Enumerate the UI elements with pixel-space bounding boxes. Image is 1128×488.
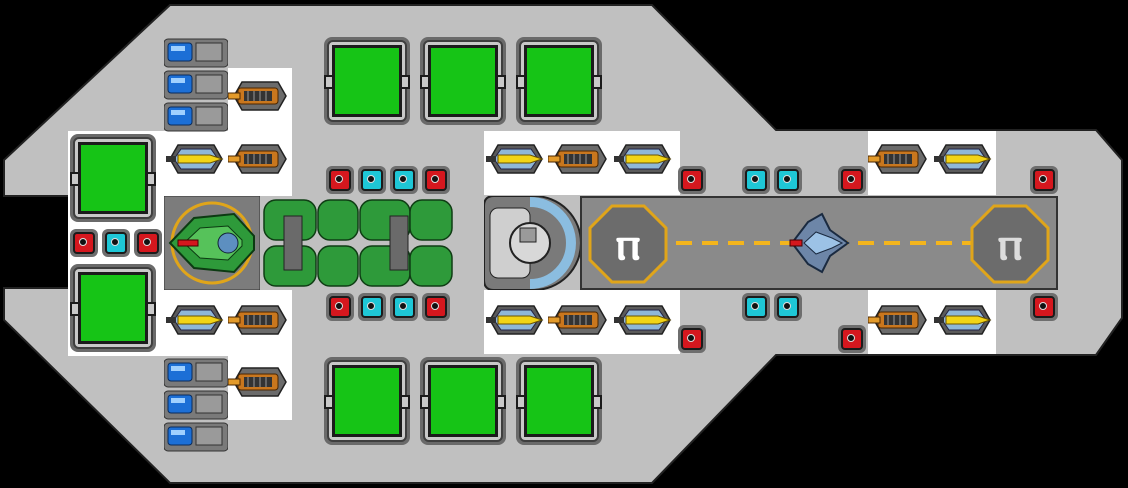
capacitor-red[interactable] [134,229,162,257]
room-top-3[interactable] [516,37,602,125]
capacitor-cyan[interactable] [774,293,802,321]
capacitor-red[interactable] [838,325,866,353]
capacitor-cyan[interactable] [102,229,130,257]
capacitor-cyan[interactable] [358,166,386,194]
capacitor-cyan[interactable] [742,166,770,194]
capacitor-red[interactable] [1030,166,1058,194]
laser-turret[interactable] [932,302,996,338]
missile-launcher[interactable] [228,364,292,400]
capacitor-red[interactable] [326,293,354,321]
laser-turret[interactable] [612,141,676,177]
capacitor-cyan[interactable] [358,293,386,321]
capacitor-cyan[interactable] [390,293,418,321]
landing-pad-ring [588,204,668,284]
capacitor-cyan[interactable] [774,166,802,194]
missile-launcher[interactable] [868,141,932,177]
laser-turret[interactable] [484,141,548,177]
room-left-upper[interactable] [70,134,156,222]
missile-launcher[interactable] [548,141,612,177]
laser-turret[interactable] [164,302,228,338]
landing-pad-label: ⲡ [997,216,1023,270]
capacitor-red[interactable] [838,166,866,194]
capacitor-red[interactable] [1030,293,1058,321]
missile-launcher[interactable] [228,302,292,338]
capacitor-red[interactable] [422,166,450,194]
room-left-lower[interactable] [70,264,156,352]
room-bottom-1[interactable] [324,357,410,445]
landing-pad-left[interactable]: ⲡ [588,204,668,284]
capacitor-cyan[interactable] [390,166,418,194]
cockpit-module[interactable] [164,196,260,290]
missile-launcher[interactable] [868,302,932,338]
capacitor-red[interactable] [422,293,450,321]
capacitor-cyan[interactable] [742,293,770,321]
missile-launcher[interactable] [228,141,292,177]
capacitor-red[interactable] [70,229,98,257]
reactor-tanks[interactable] [260,196,456,290]
missile-launcher[interactable] [548,302,612,338]
landing-pad-right[interactable]: ⲡ [970,204,1050,284]
room-top-1[interactable] [324,37,410,125]
laser-turret[interactable] [484,302,548,338]
capacitor-red[interactable] [678,166,706,194]
thruster-bank-top[interactable] [164,37,228,133]
drone-bay[interactable] [484,196,580,290]
docked-fighter-icon[interactable] [786,210,852,276]
landing-pad-label: ⲡ [615,216,641,270]
capacitor-red[interactable] [678,325,706,353]
missile-launcher[interactable] [228,78,292,114]
laser-turret[interactable] [164,141,228,177]
landing-pad-ring [970,204,1050,284]
thruster-bank-bottom[interactable] [164,357,228,453]
room-top-2[interactable] [420,37,506,125]
laser-turret[interactable] [612,302,676,338]
runway-lights [676,241,972,245]
room-bottom-2[interactable] [420,357,506,445]
laser-turret[interactable] [932,141,996,177]
room-bottom-3[interactable] [516,357,602,445]
capacitor-red[interactable] [326,166,354,194]
